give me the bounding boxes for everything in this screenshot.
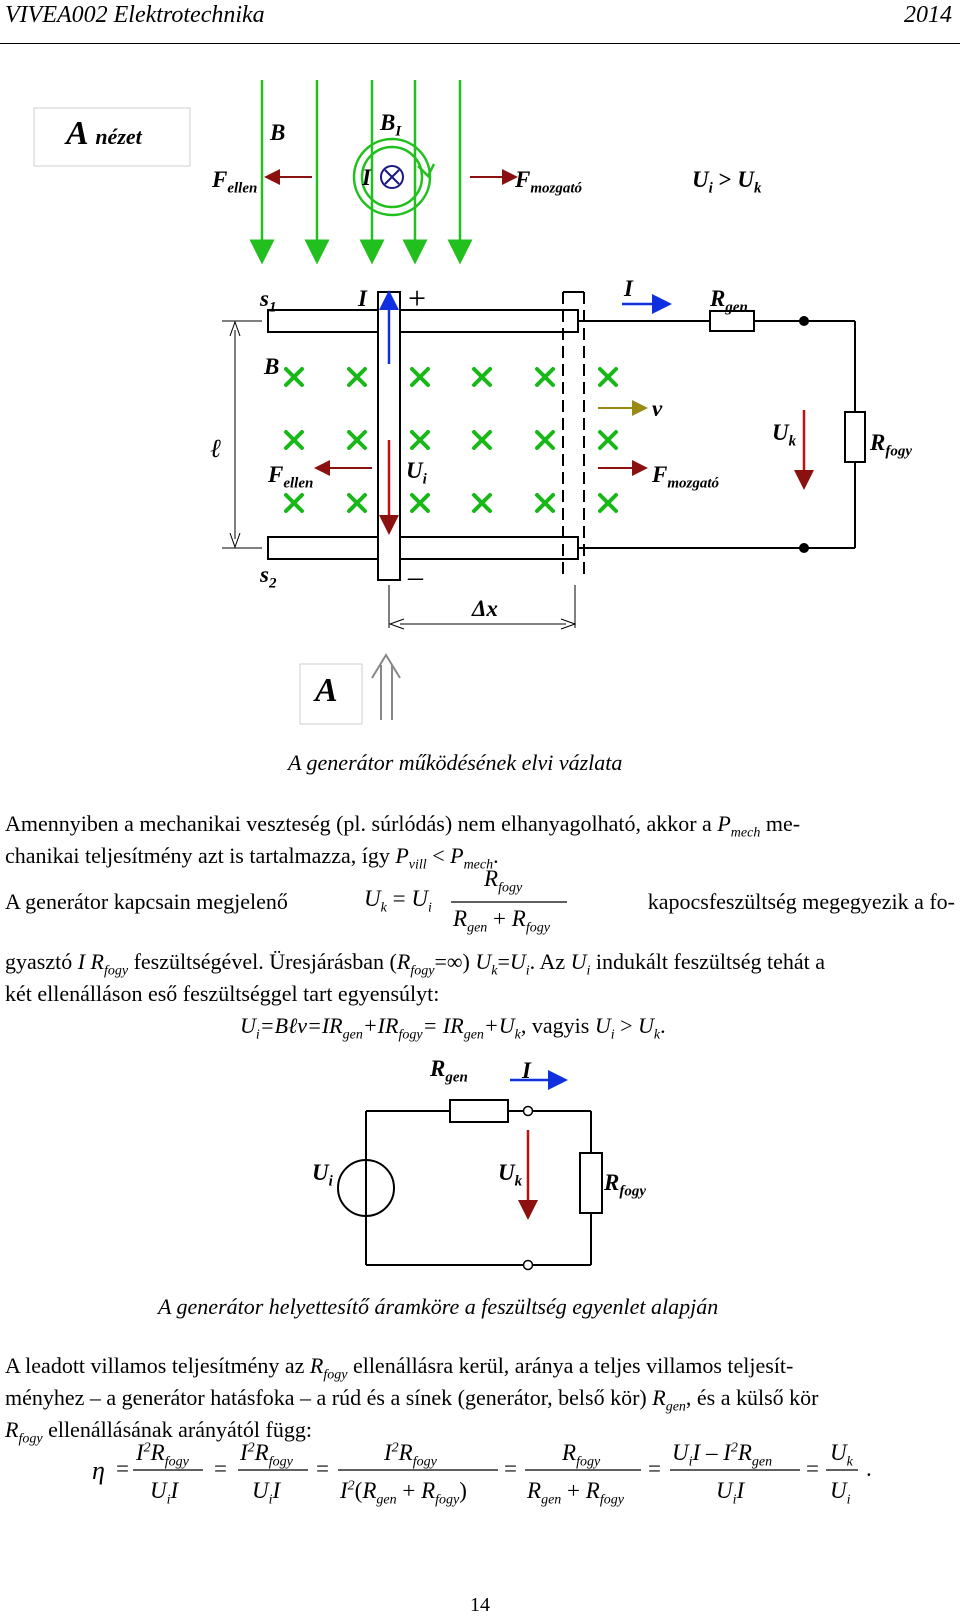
label-B: B — [270, 120, 286, 145]
field-cross — [347, 367, 367, 387]
paragraph-2a: A generátor kapcsain megjelenő — [5, 889, 288, 914]
field-cross — [347, 430, 367, 450]
t4-den: Rgen + Rfogy — [527, 1478, 624, 1508]
label-ell: ℓ — [210, 434, 221, 463]
t3-den: I2(Rgen + Rfogy) — [340, 1478, 467, 1508]
view-label: A nézet — [66, 115, 142, 152]
eta: η — [92, 1456, 105, 1485]
fig2-label-Rgen: Rgen — [430, 1056, 468, 1086]
t5-den: UiI — [716, 1478, 745, 1508]
fraction-bars — [133, 901, 858, 1471]
field-cross — [284, 430, 304, 450]
equivalent-circuit — [337, 1070, 603, 1271]
magnetic-field-lines — [249, 80, 473, 265]
page-header: VIVEA002 Elektrotechnika 2014 — [0, 0, 960, 44]
field-cross — [598, 367, 618, 387]
paragraph-2c: gyasztó I Rfogy feszültségével. Üresjárá… — [5, 949, 825, 979]
t4-num: Rfogy — [562, 1440, 601, 1470]
field-cross — [284, 493, 304, 513]
figure2-caption: A generátor helyettesítő áramköre a fesz… — [158, 1294, 719, 1319]
field-cross — [284, 367, 304, 387]
paragraph-1b: chanikai teljesítmény azt is tartalmazza… — [5, 843, 499, 873]
label-A-view: A — [315, 672, 338, 709]
label-I-right: I — [624, 276, 633, 301]
field-cross — [410, 493, 430, 513]
paragraph-5: ményhez – a generátor hatásfoka – a rúd … — [5, 1385, 819, 1415]
field-cross — [410, 367, 430, 387]
paragraph-6: Rfogy ellenállásának arányától függ: — [5, 1417, 312, 1447]
eq-6: = — [806, 1456, 819, 1481]
formula-uk: Uk = Ui — [364, 886, 432, 916]
field-cross — [472, 367, 492, 387]
resistor-rfogy — [844, 411, 866, 463]
label-F-mozgato-mid: Fmozgató — [652, 462, 720, 492]
paragraph-1: Amennyiben a mechanikai veszteség (pl. s… — [5, 811, 801, 841]
formula-num: Rfogy — [484, 866, 523, 896]
t5-num: UiI – I2Rgen — [672, 1440, 773, 1470]
course-title: VIVEA002 Elektrotechnika — [5, 2, 265, 28]
label-I-center: I — [362, 165, 371, 190]
eq-1: = — [116, 1456, 129, 1481]
t1-num: I2Rfogy — [136, 1440, 189, 1470]
label-F-ellen-top: Fellen — [212, 167, 258, 197]
field-cross — [410, 430, 430, 450]
header-year: 2014 — [904, 2, 952, 28]
formula-dot: . — [866, 1456, 872, 1481]
fig2-label-Uk: Uk — [498, 1160, 523, 1190]
t6-num: Uk — [830, 1440, 853, 1470]
eq-3: = — [316, 1456, 329, 1481]
label-Ui: Ui — [406, 458, 427, 488]
t2-den: UiI — [252, 1478, 281, 1508]
label-Uk: Uk — [772, 420, 797, 450]
field-cross — [535, 493, 555, 513]
eq-2: = — [214, 1456, 227, 1481]
field-cross — [598, 493, 618, 513]
page-number: 14 — [470, 1594, 490, 1616]
header-rule — [0, 43, 960, 44]
label-B-field: B — [264, 354, 280, 379]
fig2-label-Ui: Ui — [312, 1160, 333, 1190]
label-plus: + — [408, 280, 427, 316]
field-cross — [347, 493, 367, 513]
label-F-ellen-mid: Fellen — [268, 462, 314, 492]
paragraph-2b: kapocsfeszültség megegyezik a fo- — [647, 889, 955, 914]
field-crosses — [284, 367, 618, 513]
label-I-top: I — [358, 286, 367, 311]
fig2-label-I: I — [522, 1058, 531, 1083]
label-Rgen: Rgen — [710, 286, 748, 316]
label-BI: BI — [380, 110, 402, 140]
paragraph-3: két ellenálláson eső feszültséggel tart … — [5, 981, 440, 1006]
eq-5: = — [648, 1456, 661, 1481]
field-cross — [535, 367, 555, 387]
view-direction-arrow — [371, 653, 401, 720]
rail-s2 — [267, 536, 579, 560]
label-s2: s2 — [260, 562, 277, 592]
view-label-box — [33, 107, 191, 167]
field-cross — [598, 430, 618, 450]
field-cross — [472, 493, 492, 513]
formula-den: Rgen + Rfogy — [453, 906, 550, 936]
induced-field-circle — [352, 137, 436, 217]
paragraph-4: A leadott villamos teljesítmény az Rfogy… — [5, 1353, 794, 1383]
eq-4: = — [504, 1456, 517, 1481]
field-cross — [472, 430, 492, 450]
label-v: v — [652, 396, 663, 421]
t6-den: Ui — [830, 1478, 851, 1508]
figure1-caption: A generátor működésének elvi vázlata — [288, 750, 623, 775]
equation-line: Ui=Bℓv=IRgen+IRfogy= IRgen+Uk, vagyis Ui… — [240, 1013, 666, 1043]
t1-den: UiI — [150, 1478, 179, 1508]
fig2-label-Rfogy: Rfogy — [604, 1170, 646, 1200]
label-Ui-gt-Uk: Ui > Uk — [692, 167, 762, 197]
label-F-mozgato-top: Fmozgató — [515, 167, 583, 197]
t2-num: I2Rfogy — [240, 1440, 293, 1470]
label-s1: s1 — [260, 286, 277, 316]
label-delta-x: Δx — [472, 596, 498, 621]
t3-num: I2Rfogy — [384, 1440, 437, 1470]
label-Rfogy: Rfogy — [870, 430, 912, 460]
label-minus: – — [408, 560, 423, 593]
field-cross — [535, 430, 555, 450]
